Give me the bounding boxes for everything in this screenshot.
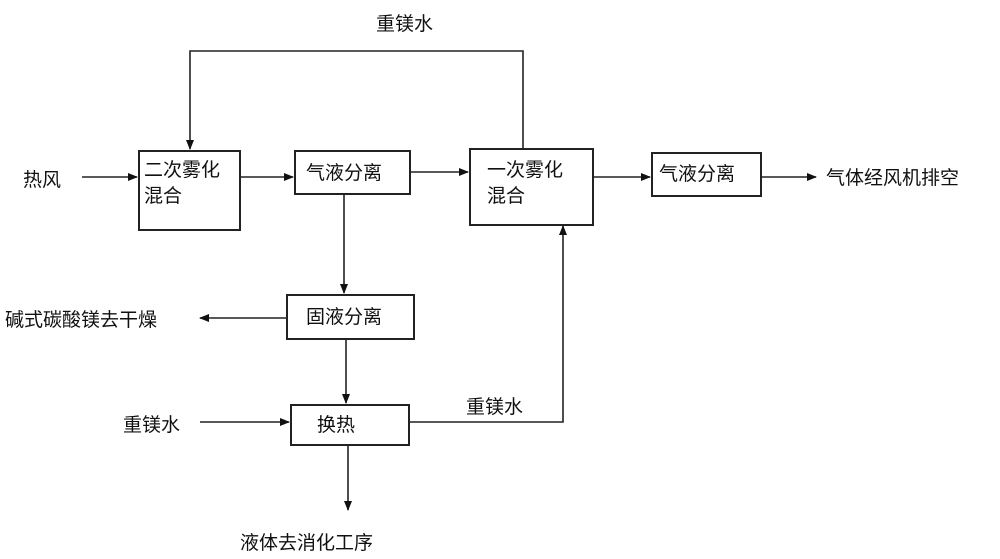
node-gas-liquid-separation-2: 气液分离 (651, 152, 762, 197)
node-solid-liquid-separation: 固液分离 (286, 294, 415, 340)
node-primary-atomization-mixing: 一次雾化 混合 (469, 148, 594, 226)
label-heavy-mg-water-in: 重镁水 (123, 414, 181, 436)
node-text-line1: 一次雾化 (487, 159, 564, 181)
label-hot-air: 热风 (23, 169, 62, 191)
label-liquid-to-digestion: 液体去消化工序 (240, 532, 374, 554)
arrow-heat-to-primary (409, 225, 567, 423)
node-secondary-atomization-mixing: 二次雾化 混合 (138, 150, 241, 231)
label-heavy-mg-water-top: 重镁水 (376, 13, 434, 35)
label-heavy-mg-water-return: 重镁水 (466, 396, 524, 418)
node-heat-exchange: 换热 (290, 404, 410, 446)
node-gas-liquid-separation-1: 气液分离 (294, 150, 411, 195)
node-text-line2: 混合 (487, 185, 526, 207)
node-text-line1: 二次雾化 (144, 159, 221, 181)
arrow-loop-heavy-mg-water-top (186, 50, 524, 150)
node-text: 气液分离 (306, 162, 383, 184)
label-basic-mgco3-drying: 碱式碳酸镁去干燥 (5, 309, 158, 331)
node-text-line2: 混合 (144, 185, 183, 207)
label-gas-exhaust: 气体经风机排空 (826, 167, 960, 189)
node-text: 气液分离 (659, 163, 736, 185)
node-text: 换热 (317, 414, 356, 436)
node-text: 固液分离 (306, 306, 383, 328)
